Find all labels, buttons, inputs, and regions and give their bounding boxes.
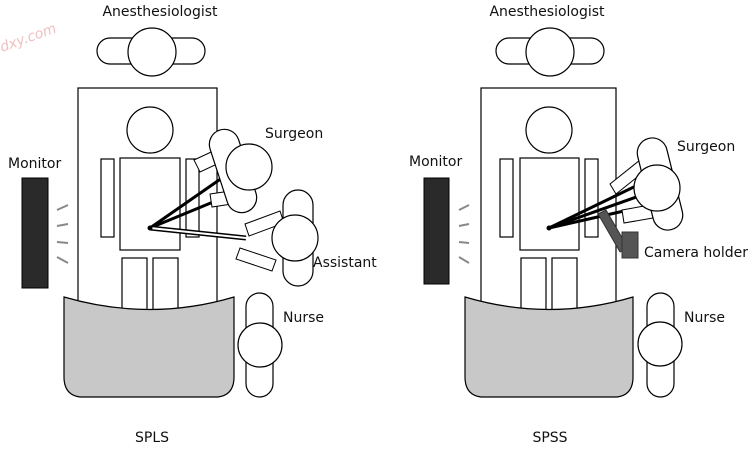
- right-operating-table: [480, 87, 617, 321]
- left-operating-table: [77, 87, 218, 321]
- right-monitor: [423, 177, 470, 285]
- right-instruments: [546, 159, 654, 231]
- left-monitor-label: Monitor: [8, 156, 61, 172]
- right-monitor-label: Monitor: [409, 154, 462, 170]
- right-anesthesiologist-label: Anesthesiologist: [489, 4, 605, 20]
- left-drape: [63, 296, 235, 398]
- left-instruments: [147, 145, 285, 272]
- right-surgeon-figure: [633, 137, 684, 231]
- watermark: dxy.com: [0, 21, 59, 56]
- right-camera-holder: [597, 209, 639, 259]
- left-nurse-label: Nurse: [283, 310, 324, 326]
- right-nurse-figure: [637, 292, 683, 398]
- left-anesthesiologist-figure: [96, 27, 206, 77]
- left-monitor: [21, 177, 69, 289]
- left-surgeon-figure: [208, 128, 273, 214]
- right-surgeon-label: Surgeon: [677, 139, 735, 155]
- left-anesthesiologist-label: Anesthesiologist: [102, 4, 218, 20]
- right-anesthesiologist-figure: [495, 27, 605, 77]
- left-caption: SPLS: [135, 430, 169, 446]
- left-assistant-figure: [271, 189, 319, 287]
- right-nurse-label: Nurse: [684, 310, 725, 326]
- left-nurse-figure: [237, 292, 283, 398]
- right-caption: SPSS: [532, 430, 567, 446]
- right-drape: [464, 296, 634, 398]
- left-assistant-label: Assistant: [313, 255, 377, 271]
- camera-holder-label: Camera holder: [644, 245, 748, 261]
- spss-panel: Anesthesiologist Monitor: [409, 4, 748, 446]
- spls-panel: Anesthesiologist Monitor: [8, 4, 377, 446]
- left-surgeon-label: Surgeon: [265, 126, 323, 142]
